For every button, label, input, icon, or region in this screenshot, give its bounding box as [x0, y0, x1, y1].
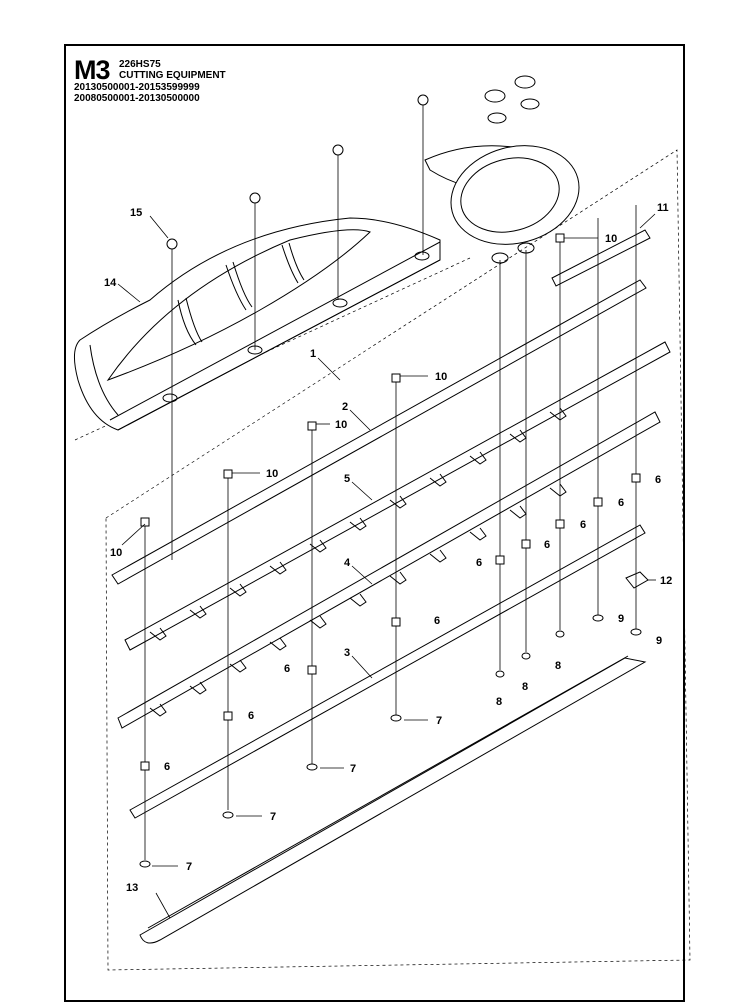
callout-8a: 8 [555, 660, 561, 672]
callout-8b: 8 [522, 681, 528, 693]
callout-15: 15 [130, 207, 142, 219]
lower-blade [117, 411, 661, 729]
callout-2: 2 [342, 401, 348, 413]
model-number: 226HS75 [119, 59, 161, 70]
leader-lines [117, 213, 656, 919]
short-plate [551, 229, 651, 287]
callout-10b: 10 [435, 371, 447, 383]
callout-8c: 8 [496, 696, 502, 708]
callout-10a: 10 [605, 233, 617, 245]
callout-6e: 6 [476, 557, 482, 569]
section-title: CUTTING EQUIPMENT [119, 70, 226, 81]
callout-1: 1 [310, 348, 316, 360]
upper-blade [124, 341, 671, 651]
gear-housing [424, 75, 580, 264]
callout-6d: 6 [544, 539, 550, 551]
callout-4: 4 [344, 557, 351, 569]
blade-guard-cover [74, 217, 441, 431]
lower-support-bar [129, 524, 646, 819]
callout-14: 14 [104, 277, 117, 289]
screw-axes [144, 100, 637, 860]
callout-11: 11 [657, 202, 669, 214]
callout-10e: 10 [110, 547, 122, 559]
callout-7c: 7 [270, 811, 276, 823]
callout-6f: 6 [434, 615, 440, 627]
callout-3: 3 [344, 647, 350, 659]
callout-9a: 9 [618, 613, 624, 625]
callout-5: 5 [344, 473, 350, 485]
callout-6b: 6 [618, 497, 624, 509]
callout-12: 12 [660, 575, 672, 587]
drawing-frame [64, 44, 685, 1002]
callout-7a: 7 [436, 715, 442, 727]
upper-support-bar [111, 279, 647, 585]
serial-range-1: 20130500001-20153599999 [74, 82, 200, 93]
callout-13: 13 [126, 882, 138, 894]
callout-6i: 6 [164, 761, 170, 773]
callout-10d: 10 [266, 468, 278, 480]
callout-6c: 6 [580, 519, 586, 531]
callout-6h: 6 [248, 710, 254, 722]
callout-labels: 15 14 1 2 5 4 3 13 11 10 10 10 10 10 6 6… [104, 202, 672, 894]
fasteners [139, 94, 642, 868]
section-code: M3 [74, 55, 111, 85]
callout-6g: 6 [284, 663, 290, 675]
callout-7d: 7 [186, 861, 192, 873]
callout-9b: 9 [656, 635, 662, 647]
callout-10c: 10 [335, 419, 347, 431]
clip [625, 571, 649, 589]
callout-6a: 6 [655, 474, 661, 486]
callout-7b: 7 [350, 763, 356, 775]
blade-protection-strip [139, 655, 647, 944]
serial-range-2: 20080500001-20130500000 [74, 93, 200, 104]
